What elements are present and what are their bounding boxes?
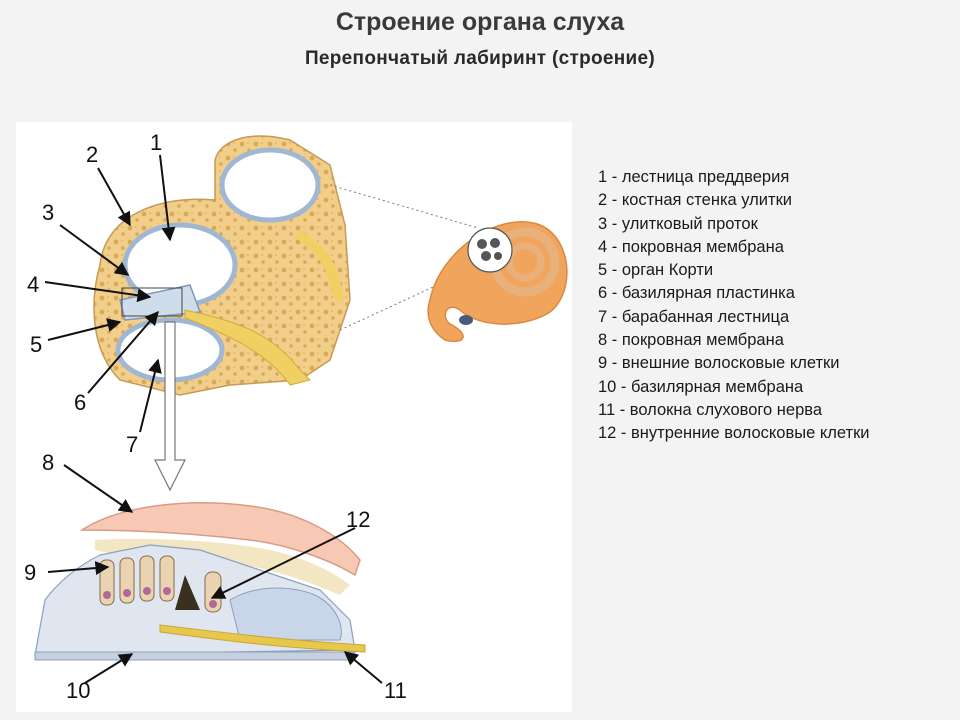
slide-title: Строение органа слуха — [335, 8, 625, 36]
organ-of-corti-detail — [34, 502, 366, 661]
legend-item-12: 12 - внутренние волосковые клетки — [598, 424, 870, 443]
cochlea-snail-illustration — [427, 221, 568, 342]
callout-6: 6 — [74, 390, 86, 415]
cochlear-duct — [119, 284, 202, 321]
legend-item-5: 5 - орган Корти — [598, 261, 714, 280]
leader-lines — [44, 154, 383, 684]
callout-12: 12 — [346, 507, 370, 532]
callout-5: 5 — [30, 332, 42, 357]
legend: 1 - лестница преддверия 2 - костная стен… — [598, 166, 958, 446]
callout-8: 8 — [42, 450, 54, 475]
legend-item-8: 8 - покровная мембрана — [598, 331, 784, 350]
legend-item-7: 7 - барабанная лестница — [598, 307, 790, 326]
callout-3: 3 — [42, 200, 54, 225]
legend-item-2: 2 - костная стенка улитки — [598, 191, 793, 210]
legend-item-3: 3 - улитковый проток — [598, 214, 758, 233]
tectorial-membrane — [79, 502, 361, 577]
callout-10: 10 — [66, 678, 90, 703]
legend-item-6: 6 - базилярная пластинка — [598, 284, 795, 303]
legend-item-10: 10 - базилярная мембрана — [598, 377, 804, 396]
callout-2: 2 — [86, 142, 98, 167]
callout-9: 9 — [24, 560, 36, 585]
legend-item-11: 11 - волокна слухового нерва — [598, 400, 823, 419]
zoom-arrow — [154, 321, 186, 492]
cochlea-cross-section — [93, 135, 351, 396]
legend-item-4: 4 - покровная мембрана — [598, 237, 784, 256]
legend-item-1: 1 - лестница преддверия — [598, 168, 790, 186]
slide-subtitle: Перепончатый лабиринт (строение) — [304, 48, 656, 69]
callout-1: 1 — [150, 130, 162, 155]
callout-7: 7 — [126, 432, 138, 457]
callout-11: 11 — [384, 678, 407, 703]
legend-item-9: 9 - внешние волосковые клетки — [598, 354, 840, 373]
callout-4: 4 — [27, 272, 39, 297]
